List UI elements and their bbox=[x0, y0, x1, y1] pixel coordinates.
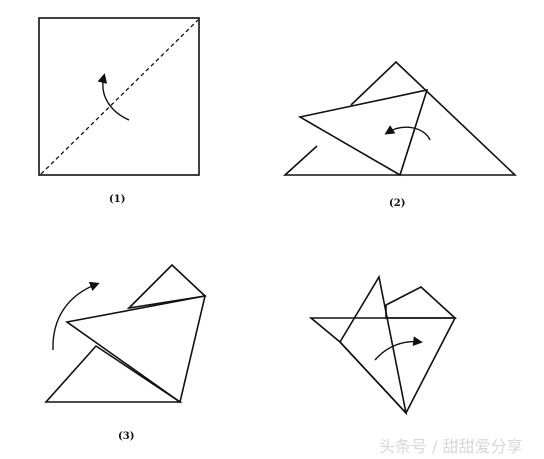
front-flap bbox=[64, 294, 207, 404]
fold-up-arrow-icon bbox=[97, 73, 130, 121]
folded-corner-flap bbox=[297, 88, 429, 177]
fold-left-arrow-icon bbox=[384, 125, 431, 141]
paper-square bbox=[38, 17, 200, 176]
step-3-figure bbox=[44, 263, 207, 404]
fold-over-arrow-icon bbox=[52, 281, 100, 351]
back-triangle bbox=[44, 344, 183, 403]
step-4-figure bbox=[308, 274, 458, 416]
fold-right-arrow-icon bbox=[374, 336, 423, 361]
step-2-figure bbox=[282, 60, 518, 177]
triangle-outline bbox=[282, 60, 518, 176]
base-shape bbox=[308, 317, 457, 415]
diagonal-fold-line bbox=[40, 19, 199, 175]
step-1-figure bbox=[38, 17, 200, 176]
watermark-text: 头条号 / 甜甜爱分享 bbox=[379, 437, 523, 456]
step-1-caption: (1) bbox=[109, 194, 126, 205]
fold-line-dashed bbox=[399, 89, 428, 176]
top-flap bbox=[126, 263, 207, 310]
center-flap bbox=[339, 274, 408, 416]
step-3-caption: (3) bbox=[118, 431, 135, 442]
right-peak bbox=[385, 286, 458, 319]
step-2-caption: (2) bbox=[389, 198, 406, 209]
